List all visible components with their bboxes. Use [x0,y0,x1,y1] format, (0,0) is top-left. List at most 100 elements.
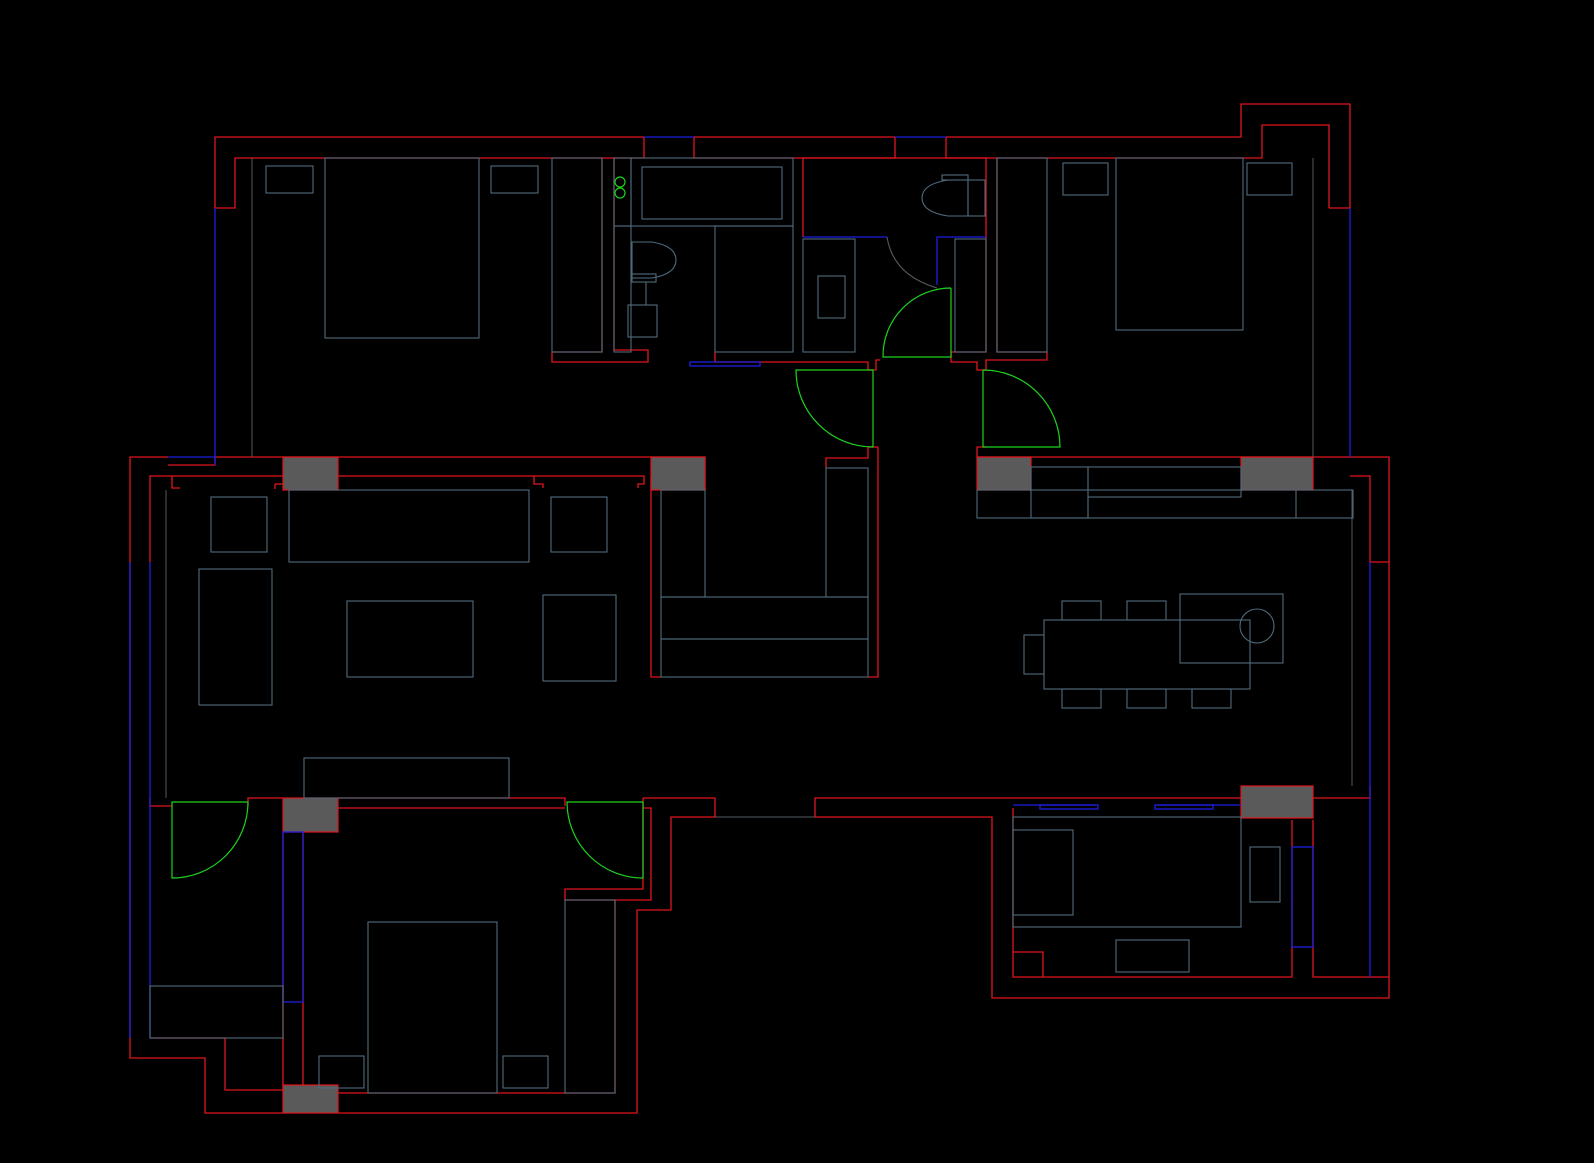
door-balcony-left [171,801,249,879]
doors [171,176,1061,879]
armchair [210,496,268,553]
wall-right-lower-top [1313,786,1371,799]
wall-low-seg2 [338,797,566,806]
ottoman [542,594,617,682]
dining-table [1043,619,1251,690]
column [1240,456,1314,491]
window-bath2-right [936,236,986,285]
vanity [714,225,794,353]
cabinet [954,238,987,353]
nightstand [265,165,314,194]
floor-cabinet [627,304,658,338]
wall-bottom-left [129,1038,283,1114]
wall-bedroom-bottom-inner [338,900,616,1094]
counter-bottom [660,596,869,640]
chair [1061,688,1102,709]
side-cabinet [1249,846,1281,903]
bathtub-inner [641,166,783,220]
door-bedroom-bottom [566,801,644,879]
round-table [1239,608,1275,644]
fixture [614,176,626,188]
chair [1126,600,1167,621]
wall-mid-horizontal-inner2 [172,475,544,488]
side-cabinet [198,568,273,706]
nightstand [490,165,539,194]
shower-screen [886,236,938,289]
wall-mid-horizontal-inner3 [534,475,645,488]
wall-mid-left-b [168,457,216,466]
wardrobe [996,157,1048,353]
wall-kitchen-left [650,476,661,678]
column [976,456,1032,491]
wall-right-mid-b [976,446,986,457]
double-bed [324,157,480,339]
cabinet [613,157,632,227]
column [282,797,339,833]
cabinet-block [1087,466,1242,498]
storage-cabinet [149,985,284,1039]
sink [817,275,846,319]
wall-right-lower-inner [815,816,1390,999]
chair [1191,688,1232,709]
wall-top-inner-mid [693,137,896,159]
wall-low-right [338,797,716,1114]
wall-top-outer [214,136,644,208]
wardrobe [564,899,616,1094]
wall-right-lower-room2 [1312,820,1370,978]
nightstand [1246,162,1293,196]
door-kitchen [795,369,874,448]
wall-right-mid [977,456,1390,563]
island [660,638,869,678]
furniture [149,157,1354,1094]
wall-kitchen-top [825,447,869,468]
desk [1012,816,1242,928]
counter-right [825,467,869,598]
nightstand [318,1055,365,1089]
window-bath1 [689,361,761,367]
armchair [550,496,608,553]
tv-cabinet [303,757,510,799]
shelf [1115,939,1190,973]
column [282,456,339,491]
cabinet [1012,829,1074,916]
wardrobe [551,157,603,353]
wall-right-lower [814,797,1241,817]
rails [165,158,1353,818]
nightstand [502,1055,549,1089]
column [650,456,706,491]
cabinet-block [1030,466,1089,519]
door-bath2 [882,287,952,358]
wall-bottom-left-inner [150,1037,283,1091]
chair [1023,634,1045,675]
wall-bath1-left [551,158,649,363]
nightstand [1062,162,1109,196]
toilet [631,241,677,279]
wall-bath2-frame [802,157,1048,371]
wall-low-left [149,798,172,807]
chair [1061,600,1102,621]
wall-kitchen-right [868,447,879,678]
door-bedroom-right [982,369,1061,448]
wall-mid-left [129,456,168,562]
toilet-lid [941,174,969,181]
column [1240,785,1314,819]
wall-top-inner-right [945,124,1330,208]
counter-left [660,489,706,598]
coffee-table [346,600,474,678]
columns [282,456,1314,1114]
wall-top-inner [215,137,645,209]
bathtub [630,157,794,227]
window-low-right-3 [1039,804,1099,810]
column [282,1084,339,1114]
side-table [1179,593,1284,664]
toilet-tank [631,273,657,283]
sofa [288,489,530,563]
window-right-small [1291,846,1314,948]
toilet-tank [967,179,986,217]
cabinet-run [976,489,1354,519]
wall-right-lower-box [1013,951,1044,977]
window-low-right-4 [1154,804,1214,810]
wall-bath1-bottom [714,352,880,371]
bath-shelf [613,225,632,353]
